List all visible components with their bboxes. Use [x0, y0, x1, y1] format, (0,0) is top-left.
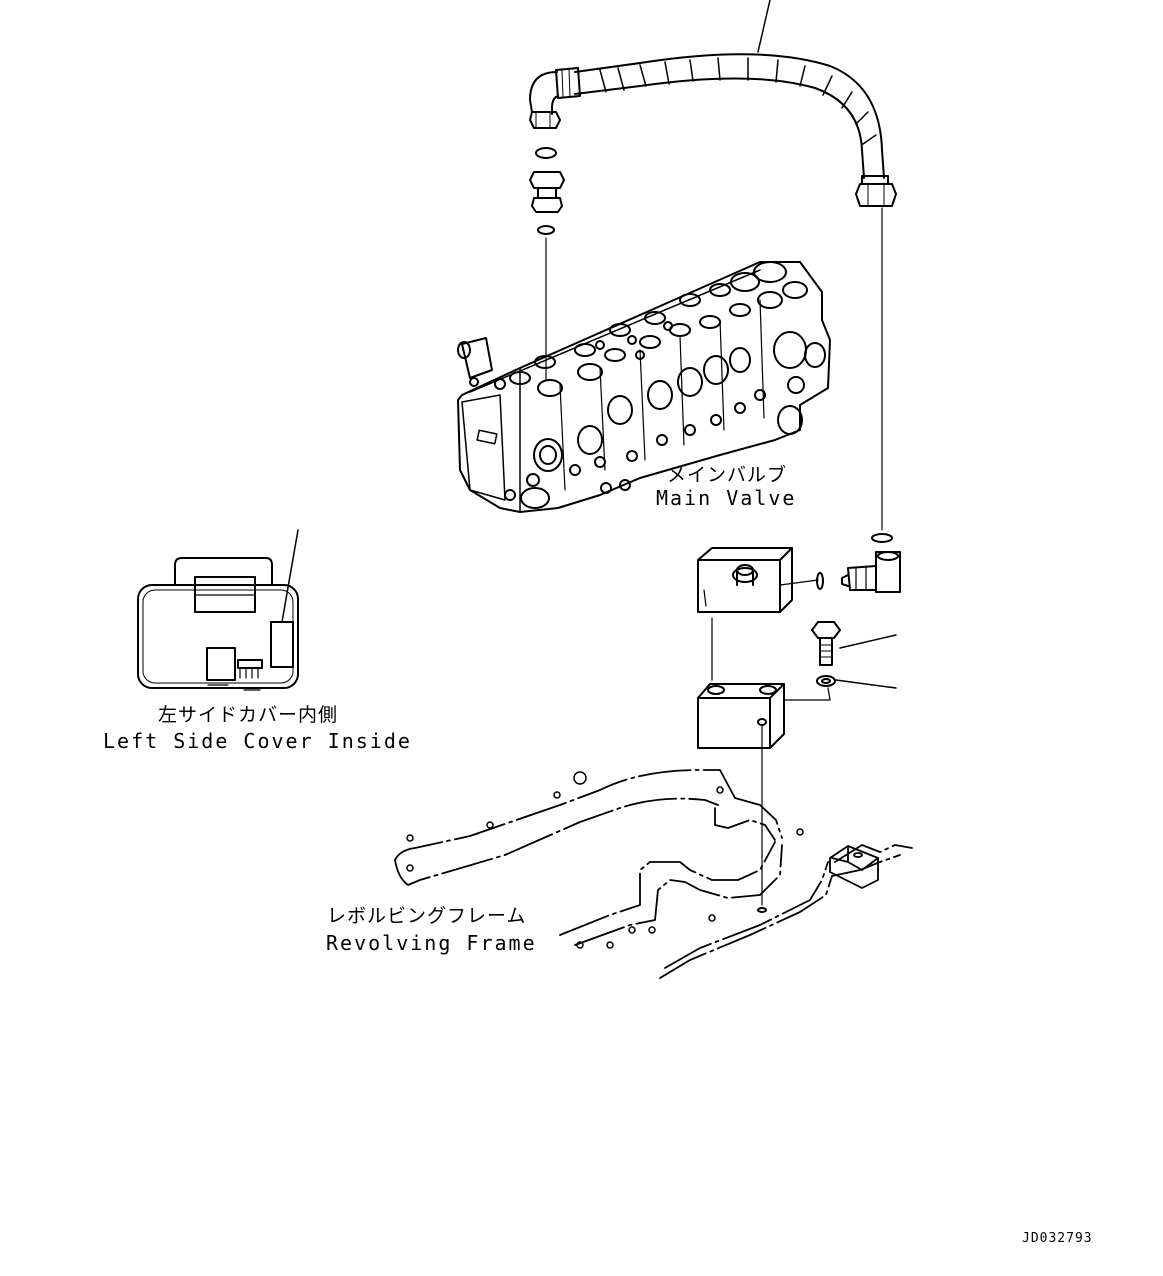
valve-block-upper [698, 548, 823, 612]
valve-block-lower [698, 618, 830, 912]
bolt [812, 622, 896, 665]
left-cover-label-jp: 左サイドカバー内側 [158, 704, 339, 726]
main-valve-label-en: Main Valve [656, 486, 797, 510]
revolving-frame [395, 770, 912, 978]
adapter-fitting [530, 148, 564, 380]
main-valve [458, 262, 830, 512]
drawing-code: JD032793 [1022, 1231, 1093, 1246]
hydraulic-hose [530, 0, 896, 206]
washer [817, 676, 896, 688]
o-ring [872, 534, 892, 542]
hose-leader-line [758, 0, 770, 52]
left-side-cover [138, 530, 298, 690]
frame-label-en: Revolving Frame [326, 931, 537, 955]
frame-bracket [830, 846, 878, 888]
elbow-fitting [842, 552, 900, 592]
frame-holes [407, 772, 803, 948]
frame-label-jp: レボルビングフレーム [327, 905, 527, 927]
left-cover-label-en: Left Side Cover Inside [103, 729, 412, 753]
main-valve-label-jp: メインバルブ [667, 464, 788, 486]
